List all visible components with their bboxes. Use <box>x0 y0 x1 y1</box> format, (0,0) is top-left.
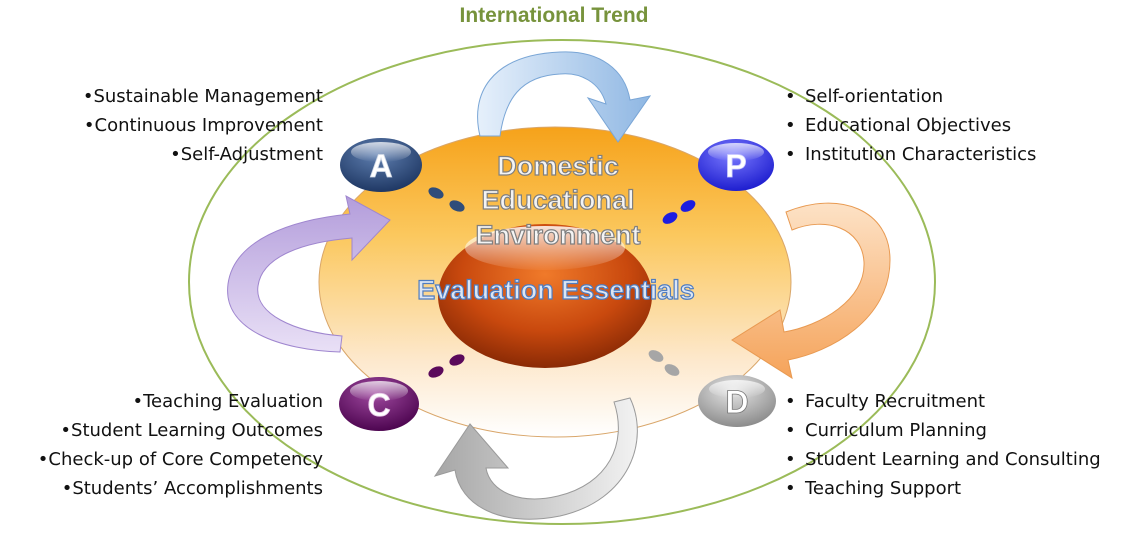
badge-c-letter: C <box>367 387 390 423</box>
curved-arrow-icon <box>477 51 652 143</box>
connector-dot-icon <box>428 366 444 378</box>
badge-d-letter: D <box>725 384 748 420</box>
badge-a-letter: A <box>369 148 392 184</box>
list-item: Students’ Accomplishments <box>28 474 323 503</box>
list-item: Institution Characteristics <box>785 140 1036 169</box>
a-items-list: Sustainable ManagementContinuous Improve… <box>73 82 323 169</box>
badge-a: A <box>340 138 422 192</box>
connector-dot-icon <box>664 364 680 376</box>
connector-dot-icon <box>449 200 465 212</box>
c-items-list: Teaching EvaluationStudent Learning Outc… <box>28 387 323 503</box>
connector-dot-icon <box>662 212 678 224</box>
list-item: Self-orientation <box>785 82 1036 111</box>
p-items-list: Self-orientationEducational ObjectivesIn… <box>785 82 1036 169</box>
connector-dot-icon <box>428 187 444 199</box>
curved-arrow-icon <box>731 202 891 380</box>
connector-dot-icon <box>449 354 465 366</box>
curved-arrow-icon <box>227 195 391 353</box>
list-item: Curriculum Planning <box>785 416 1101 445</box>
domestic-line-3: Environment <box>475 220 640 250</box>
diagram-title: International Trend <box>459 4 649 27</box>
list-item: Check-up of Core Competency <box>28 445 323 474</box>
connector-dots-a <box>428 187 465 212</box>
list-item: Sustainable Management <box>73 82 323 111</box>
badge-d: D <box>698 375 776 427</box>
list-item: Self-Adjustment <box>73 140 323 169</box>
list-item: Teaching Support <box>785 474 1101 503</box>
connector-dots-p <box>662 200 696 224</box>
list-item: Student Learning and Consulting <box>785 445 1101 474</box>
connector-dot-icon <box>648 350 664 362</box>
domestic-line-2: Educational <box>481 185 634 215</box>
connector-dots-c <box>428 354 465 378</box>
list-item: Student Learning Outcomes <box>28 416 323 445</box>
badge-c: C <box>339 377 419 431</box>
list-item: Faculty Recruitment <box>785 387 1101 416</box>
international-trend-ring <box>188 39 936 525</box>
curved-arrow-icon <box>433 397 638 520</box>
d-items-list: Faculty RecruitmentCurriculum PlanningSt… <box>785 387 1101 503</box>
connector-dots-d <box>648 350 680 376</box>
badge-p: P <box>698 139 774 191</box>
badge-p-letter: P <box>725 148 746 184</box>
evaluation-core-shine <box>465 226 625 270</box>
domestic-line-1: Domestic <box>497 151 619 181</box>
list-item: Educational Objectives <box>785 111 1036 140</box>
evaluation-essentials-label: Evaluation Essentials <box>417 275 695 305</box>
list-item: Teaching Evaluation <box>28 387 323 416</box>
connector-dot-icon <box>680 200 696 212</box>
list-item: Continuous Improvement <box>73 111 323 140</box>
